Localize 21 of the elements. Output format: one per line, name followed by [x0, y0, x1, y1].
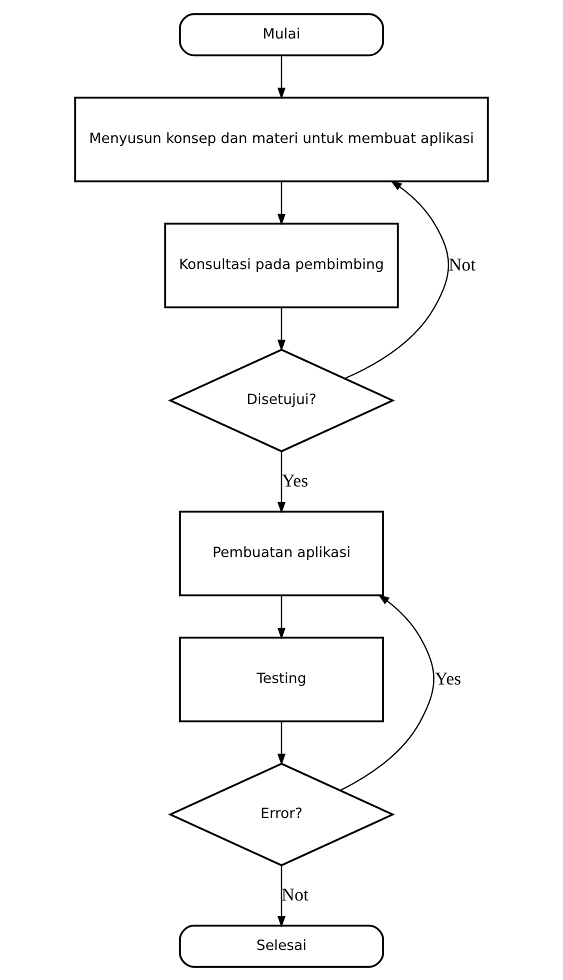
- edge-label: Yes: [282, 470, 308, 490]
- edge-label: Not: [448, 254, 476, 274]
- arrow: [277, 307, 286, 351]
- arrow: [277, 721, 286, 765]
- node-diamond: Disetujui?: [168, 348, 396, 452]
- arrow: [277, 864, 286, 928]
- node-box: Mulai: [178, 12, 384, 56]
- node-box: Konsultasi pada pembimbing: [164, 222, 399, 308]
- node-diamond: Error?: [168, 762, 396, 866]
- node-box: Selesai: [178, 924, 384, 968]
- arrow: [277, 181, 286, 225]
- edge-label: Not: [282, 884, 308, 904]
- node-box: Pembuatan aplikasi: [178, 510, 384, 596]
- node-box: Menyusun konsep dan materi untuk membuat aplikasi: [74, 96, 489, 182]
- arrow: [340, 594, 434, 791]
- edge-label: Yes: [434, 668, 462, 688]
- node-box: Testing: [178, 636, 384, 722]
- arrow: [277, 450, 286, 514]
- arrow: [277, 55, 286, 99]
- arrow: [344, 180, 450, 379]
- arrow: [277, 595, 286, 639]
